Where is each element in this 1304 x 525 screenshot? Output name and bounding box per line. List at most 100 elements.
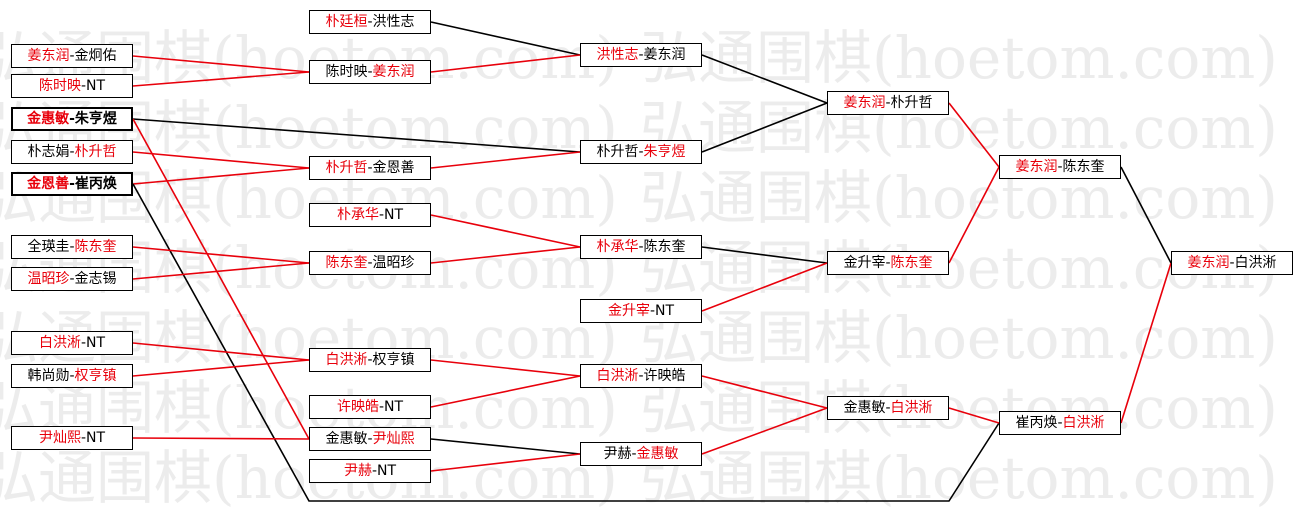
bracket-link-c6-d3 bbox=[701, 407, 828, 455]
bracket-link-c2-d1 bbox=[701, 102, 828, 153]
player-name: 朱亨煜 bbox=[74, 111, 117, 127]
player-name: 全瑛圭 bbox=[27, 239, 70, 255]
player-name: 温昭珍 bbox=[372, 255, 415, 271]
player-name: 白洪淅 bbox=[596, 368, 639, 384]
player-name: 金升宰 bbox=[607, 303, 650, 319]
player-name: 陈东奎 bbox=[643, 239, 686, 255]
player-name: NT bbox=[86, 430, 106, 446]
player-name: 白洪淅 bbox=[325, 352, 368, 368]
separator: - bbox=[638, 47, 644, 63]
separator: - bbox=[69, 368, 75, 384]
bracket-link-c1-d1 bbox=[701, 54, 828, 104]
separator: - bbox=[69, 176, 75, 192]
match-box-c2: 朴升哲-朱亨煜 bbox=[580, 140, 702, 164]
match-box-b6: 白洪淅-权亨镇 bbox=[309, 348, 431, 372]
bracket-link-b4-c3 bbox=[430, 214, 581, 248]
player-name: 崔丙焕 bbox=[1015, 415, 1058, 431]
separator: - bbox=[649, 303, 656, 319]
bracket-link-c4-d2 bbox=[701, 262, 828, 312]
match-box-b5: 陈东奎-温昭珍 bbox=[309, 251, 431, 275]
player-name: 姜东润 bbox=[372, 64, 415, 80]
player-name: 金惠敏 bbox=[636, 446, 679, 462]
player-name: 白洪淅 bbox=[890, 400, 933, 416]
player-name: NT bbox=[86, 335, 106, 351]
separator: - bbox=[367, 255, 373, 271]
separator: - bbox=[80, 335, 87, 351]
bracket-link-a6-b5 bbox=[132, 246, 310, 264]
player-name: 朴承华 bbox=[596, 239, 639, 255]
player-name: 姜东润 bbox=[843, 95, 886, 111]
separator: - bbox=[1057, 415, 1063, 431]
player-name: 金恩善 bbox=[372, 160, 415, 176]
player-name: 尹赫 bbox=[603, 446, 632, 462]
player-name: 金升宰 bbox=[843, 255, 886, 271]
player-name: 权亨镇 bbox=[372, 352, 415, 368]
player-name: 金惠敏 bbox=[843, 400, 886, 416]
bracket-link-a5-b3 bbox=[132, 167, 310, 185]
match-box-b3: 朴升哲-金恩善 bbox=[309, 156, 431, 180]
separator: - bbox=[378, 207, 385, 223]
separator: - bbox=[69, 239, 75, 255]
player-name: 金炯佑 bbox=[74, 48, 117, 64]
player-name: 崔丙焕 bbox=[74, 176, 117, 192]
match-box-a9: 韩尚勋-权亨镇 bbox=[11, 364, 133, 388]
match-box-d2: 金升宰-陈东奎 bbox=[827, 251, 949, 275]
separator: - bbox=[378, 399, 385, 415]
player-name: NT bbox=[377, 463, 397, 479]
match-box-a10: 尹灿熙-NT bbox=[11, 426, 133, 450]
separator: - bbox=[367, 352, 373, 368]
bracket-link-d1-e1 bbox=[948, 102, 1000, 168]
player-name: 朱亨煜 bbox=[643, 144, 686, 160]
separator: - bbox=[885, 255, 891, 271]
separator: - bbox=[631, 446, 637, 462]
bracket-link-a7-b5 bbox=[132, 262, 310, 280]
player-name: 尹灿熙 bbox=[372, 431, 415, 447]
separator: - bbox=[367, 14, 373, 30]
bracket-link-a2-b2 bbox=[132, 71, 310, 87]
bracket-link-a1-b2 bbox=[132, 55, 310, 73]
separator: - bbox=[367, 64, 373, 80]
match-box-d1: 姜东润-朴升哲 bbox=[827, 91, 949, 115]
bracket-link-a4-b3 bbox=[132, 151, 310, 169]
player-name: 尹灿熙 bbox=[38, 430, 81, 446]
bracket-link-a5-e2 bbox=[132, 183, 1000, 502]
separator: - bbox=[371, 463, 378, 479]
player-name: 权亨镇 bbox=[74, 368, 117, 384]
separator: - bbox=[885, 95, 891, 111]
player-name: NT bbox=[655, 303, 675, 319]
player-name: 金恩善 bbox=[27, 176, 70, 192]
match-box-c1: 洪性志-姜东润 bbox=[580, 43, 702, 67]
bracket-link-a8-b6 bbox=[132, 342, 310, 361]
match-box-e2: 崔丙焕-白洪淅 bbox=[999, 411, 1121, 435]
bracket-link-b2-c1 bbox=[430, 54, 581, 73]
match-box-c3: 朴承华-陈东奎 bbox=[580, 235, 702, 259]
bracket-link-b5-c3 bbox=[430, 246, 581, 264]
bracket-link-b3-c2 bbox=[430, 151, 581, 169]
match-box-b9: 尹赫-NT bbox=[309, 459, 431, 483]
separator: - bbox=[1229, 255, 1235, 271]
match-box-a4: 朴志娟-朴升哲 bbox=[11, 140, 133, 164]
player-name: 陈东奎 bbox=[1062, 159, 1105, 175]
bracket-link-a10-b8 bbox=[132, 437, 310, 440]
player-name: 许映皓 bbox=[643, 368, 686, 384]
bracket-link-c3-d2 bbox=[701, 246, 828, 264]
match-box-c6: 尹赫-金惠敏 bbox=[580, 442, 702, 466]
player-name: 许映皓 bbox=[336, 399, 379, 415]
player-name: 白洪淅 bbox=[38, 335, 81, 351]
player-name: 姜东润 bbox=[1015, 159, 1058, 175]
player-name: 陈东奎 bbox=[74, 239, 117, 255]
player-name: 朴廷桓 bbox=[325, 14, 368, 30]
match-box-b1: 朴廷桓-洪性志 bbox=[309, 10, 431, 34]
player-name: 朴志娟 bbox=[27, 144, 70, 160]
bracket-link-a3-c2 bbox=[132, 118, 581, 153]
player-name: 陈时映 bbox=[38, 78, 81, 94]
player-name: 朴升哲 bbox=[74, 144, 117, 160]
bracket-link-b6-c5 bbox=[430, 359, 581, 377]
player-name: 姜东润 bbox=[27, 48, 70, 64]
player-name: NT bbox=[384, 207, 404, 223]
separator: - bbox=[367, 431, 373, 447]
separator: - bbox=[638, 239, 644, 255]
match-box-a3: 金惠敏-朱亨煜 bbox=[11, 107, 133, 131]
bracket-link-b7-c5 bbox=[430, 375, 581, 408]
